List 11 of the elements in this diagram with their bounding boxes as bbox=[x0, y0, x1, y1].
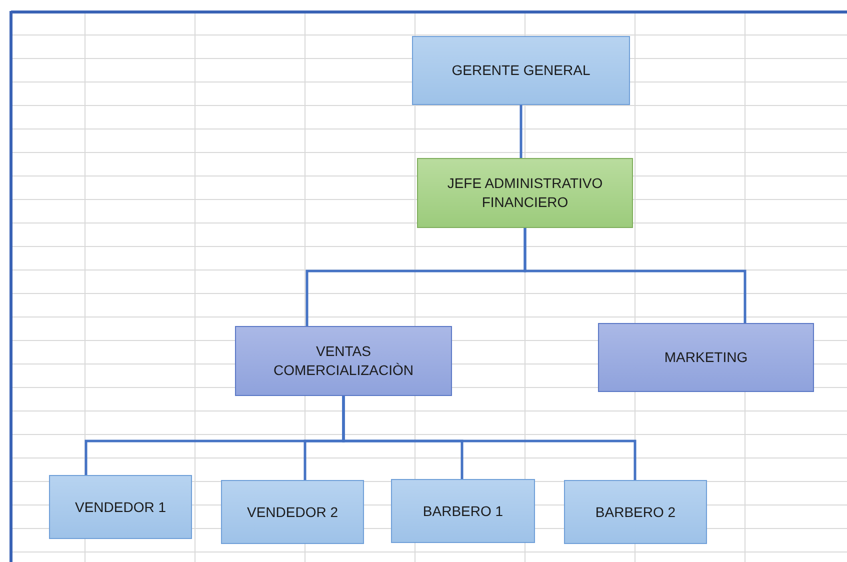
position-box: JEFE ADMINISTRATIVO FINANCIERO bbox=[417, 158, 633, 228]
position-box: VENDEDOR 1 bbox=[49, 475, 192, 539]
connector-line bbox=[524, 228, 746, 323]
position-box: BARBERO 2 bbox=[564, 480, 707, 544]
position-box: GERENTE GENERAL bbox=[412, 36, 630, 105]
position-box: MARKETING bbox=[598, 323, 814, 392]
position-box: VENTAS COMERCIALIZACIÒN bbox=[235, 326, 452, 396]
position-box: BARBERO 1 bbox=[391, 479, 535, 543]
connector-line bbox=[342, 396, 636, 480]
position-box: VENDEDOR 2 bbox=[221, 480, 364, 544]
connector-line bbox=[520, 105, 522, 158]
